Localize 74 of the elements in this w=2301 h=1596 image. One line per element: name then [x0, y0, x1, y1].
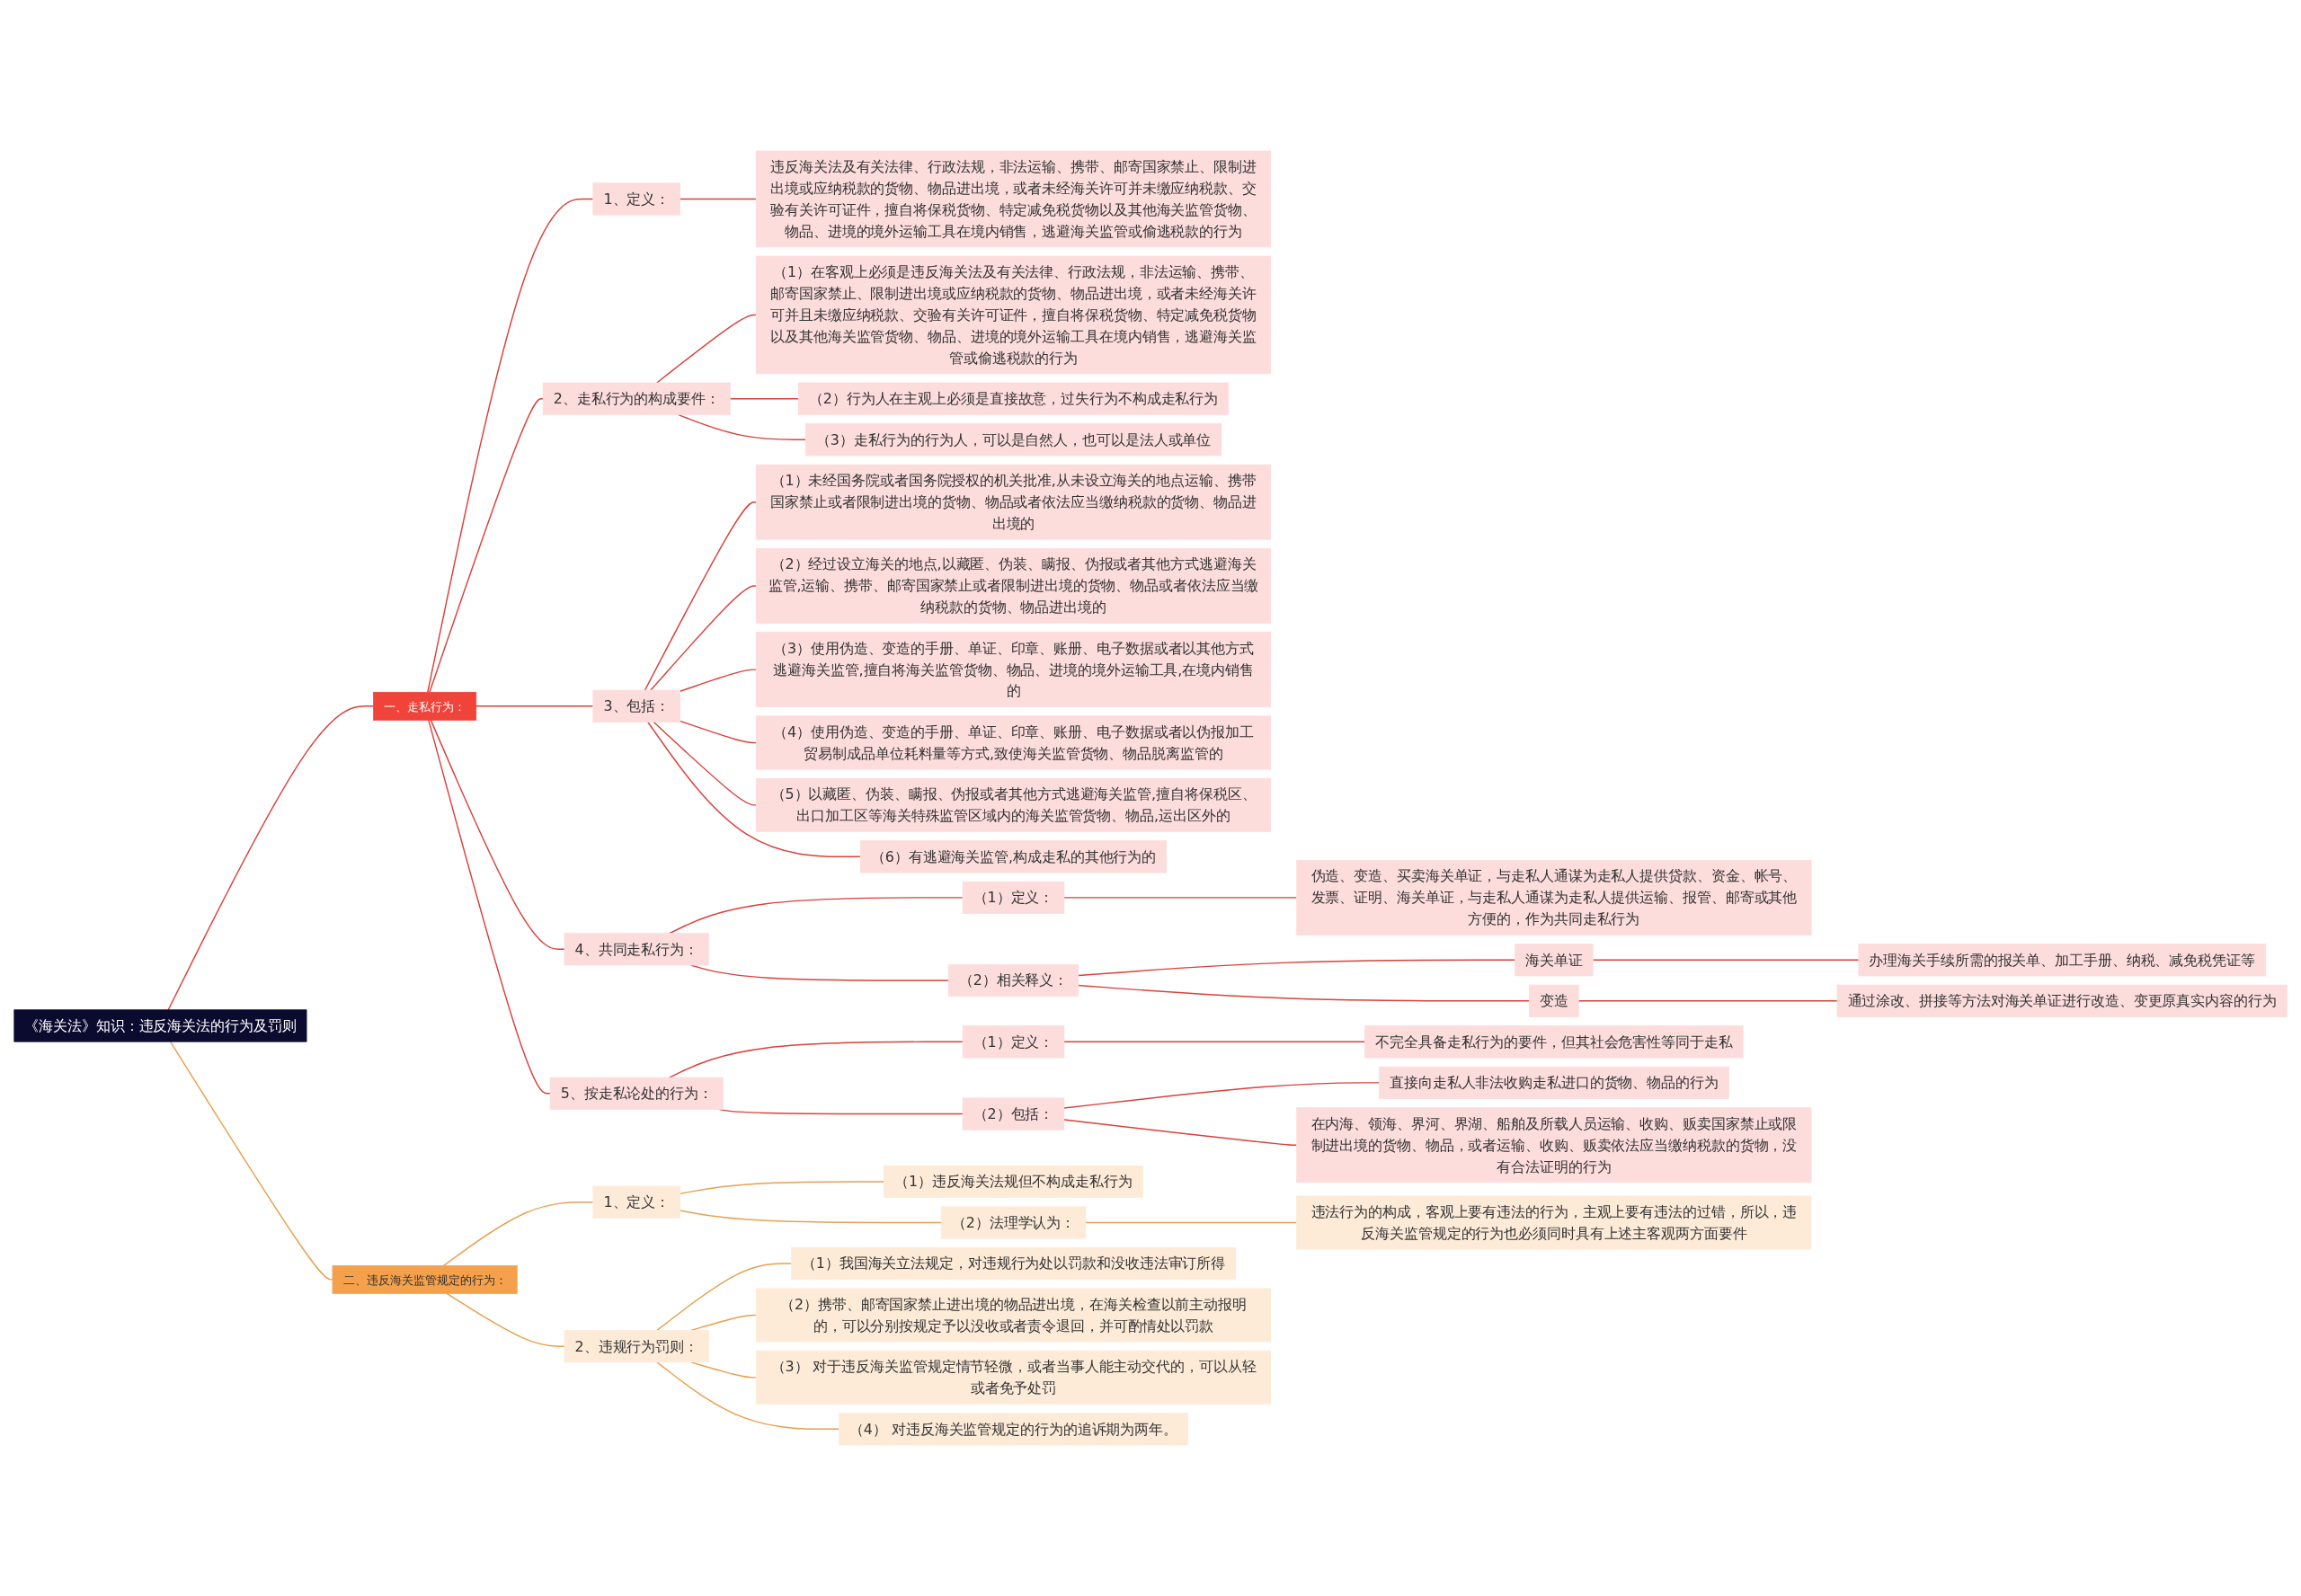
connector [679, 720, 757, 744]
node-box: （2）包括： [962, 1097, 1065, 1130]
node-box: （6）有逃避海关监管,构成走私的其他行为的 [859, 840, 1168, 873]
node-box: 通过涂改、拼接等方法对海关单证进行改造、变更原真实内容的行为 [1836, 984, 2288, 1017]
node-box: 变造 [1529, 984, 1579, 1017]
connector [429, 398, 544, 693]
connector [679, 1210, 942, 1224]
connector [430, 719, 565, 951]
connector [428, 719, 551, 1095]
node-box: （2）相关释义： [947, 963, 1079, 998]
node-box: （1）我国海关立法规定，对违规行为处以罚款和没收违法审订所得 [790, 1246, 1237, 1281]
connector [669, 897, 964, 935]
node-box: （2）携带、邮寄国家禁止进出境的物品进出境，在海关检查以前主动报明的，可以分别按规定予以没收或者责令退回，并可酌情处以罚款 [755, 1288, 1272, 1343]
connector [1078, 984, 1531, 1002]
connector [677, 413, 806, 440]
node-box: （3）使用伪造、变造的手册、单证、印章、账册、电子数据或者以其他方式逃避海关监管,擅自将海关监管货物、物品、进境的境外运输工具,在境内销售的 [755, 632, 1272, 708]
connector [644, 501, 757, 691]
connector [647, 721, 861, 858]
node-box: 《海关法》知识：违反海关法的行为及罚则 [13, 1009, 307, 1042]
connector [653, 721, 757, 806]
node-box: （3）走私行为的行为人，可以是自然人，也可以是法人或单位 [804, 423, 1222, 457]
connector [1078, 959, 1516, 977]
connector [656, 1263, 792, 1332]
node-box: （5）以藏匿、伪装、瞒报、伪报或者其他方式逃避海关监管,擅自将保税区、出口加工区等海关特殊监管区域内的海关监管货物、物品,运出区外的 [755, 777, 1272, 832]
connector [1063, 1119, 1298, 1146]
node-box: （1）定义： [962, 881, 1065, 914]
connector [679, 669, 757, 692]
node-box: 违法行为的构成，客观上要有违法的行为，主观上要有违法的过错，所以，违反海关监管规定的行为也必须同时具有上述主客观两方面要件 [1296, 1195, 1812, 1250]
connector [1063, 1082, 1381, 1109]
connector [167, 705, 375, 1011]
connector [650, 585, 757, 691]
node-box: （1）违反海关法规但不构成走私行为 [884, 1165, 1143, 1198]
connector [669, 1041, 964, 1078]
connector [690, 1314, 757, 1332]
node-box: 二、违反海关监管规定的行为： [332, 1265, 518, 1294]
node-box: 违反海关法及有关法律、行政法规，非法运输、携带、邮寄国家禁止、限制进出境或应纳税款的货物、物品进出境，或者未经海关许可并未缴应纳税款、交验有关许可证件，擅自将保税货物、特定减免税货物以及其他海关监管货物、物品、进境的境外运输工具在境内销售，逃避海关监管或偷逃税款的行为 [755, 150, 1272, 248]
node-box: 5、按走私论处的行为： [549, 1077, 724, 1110]
connector [475, 705, 594, 707]
node-box: （1）在客观上必须是违反海关法及有关法律、行政法规，非法运输、携带、邮寄国家禁止、限制进出境或应纳税款的货物、物品进出境，或者未经海关许可并且未缴应纳税款、交验有关许可证件，擅自将保税货物、特定减免税货物以及其他海关监管货物、物品、进境的境外运输工具在境内销售，逃避海关监管或偷逃税款的行为 [755, 255, 1272, 375]
node-box: 在内海、领海、界河、界湖、船舶及所载人员运输、收购、贩卖国家禁止或限制进出境的货物、物品，或者运输、收购、贩卖依法应当缴纳税款的货物，没有合法证明的行为 [1296, 1107, 1812, 1184]
node-box: 1、定义： [592, 182, 681, 216]
connector [679, 198, 757, 200]
node-box: 直接向走私人非法收购走私进口的货物、物品的行为 [1379, 1066, 1729, 1099]
node-box: 伪造、变造、买卖海关单证，与走私人通谋为走私人提供贷款、资金、帐号、发票、证明、海关单证，与走私人通谋为走私人提供运输、报管、邮寄或其他方便的，作为共同走私行为 [1296, 859, 1812, 935]
connector [656, 314, 757, 384]
node-box: 1、定义： [592, 1185, 681, 1219]
connector [1085, 1221, 1298, 1224]
node-box: （3） 对于违反海关监管规定情节轻微，或者当事人能主动交代的，可以从轻或者免予处罚 [755, 1350, 1272, 1405]
connector [729, 398, 799, 400]
node-box: （1）定义： [962, 1025, 1065, 1059]
node-box: （2）法理学认为： [940, 1206, 1087, 1239]
connector [1063, 1041, 1366, 1043]
connector [443, 1201, 594, 1267]
node-box: 2、走私行为的构成要件： [542, 382, 731, 415]
node-box: （4） 对违反海关监管规定的行为的追诉期为两年。 [839, 1413, 1188, 1446]
connector [1577, 1000, 1838, 1002]
node-box: 3、包括： [592, 689, 681, 723]
node-box: 办理海关手续所需的报关单、加工手册、纳税、减免税凭证等 [1858, 944, 2266, 977]
connector [1592, 959, 1860, 961]
connector [679, 1181, 885, 1195]
node-box: 一、走私行为： [373, 691, 477, 721]
connector [1063, 897, 1298, 899]
node-box: （1）未经国务院或者国务院授权的机关批准,从未设立海关的地点运输、携带国家禁止或者限制进出境的货物、物品或者依法应当缴纳税款的货物、物品进出境的 [755, 464, 1272, 540]
node-box: 4、共同走私行为： [564, 933, 709, 966]
connector [446, 1292, 565, 1347]
node-box: （4）使用伪造、变造的手册、单证、印章、账册、电子数据或者以伪报加工贸易制成品单位耗料量等方式,致使海关监管货物、物品脱离监管的 [755, 715, 1272, 770]
node-box: 不完全具备走私行为的要件，但其社会危害性等同于走私 [1364, 1025, 1744, 1059]
node-box: （2）经过设立海关的地点,以藏匿、伪装、瞒报、伪报或者其他方式逃避海关监管,运输、携带、邮寄国家禁止或者限制进出境的货物、物品或者依法应当缴纳税款的货物、物品进出境的 [755, 548, 1272, 624]
connector [656, 1361, 840, 1431]
node-box: 海关单证 [1515, 944, 1594, 977]
connector [427, 198, 594, 693]
node-box: 2、违规行为罚则： [564, 1330, 709, 1363]
connector [169, 1041, 333, 1281]
node-box: （2）行为人在主观上必须是直接故意，过失行为不构成走私行为 [797, 382, 1230, 415]
